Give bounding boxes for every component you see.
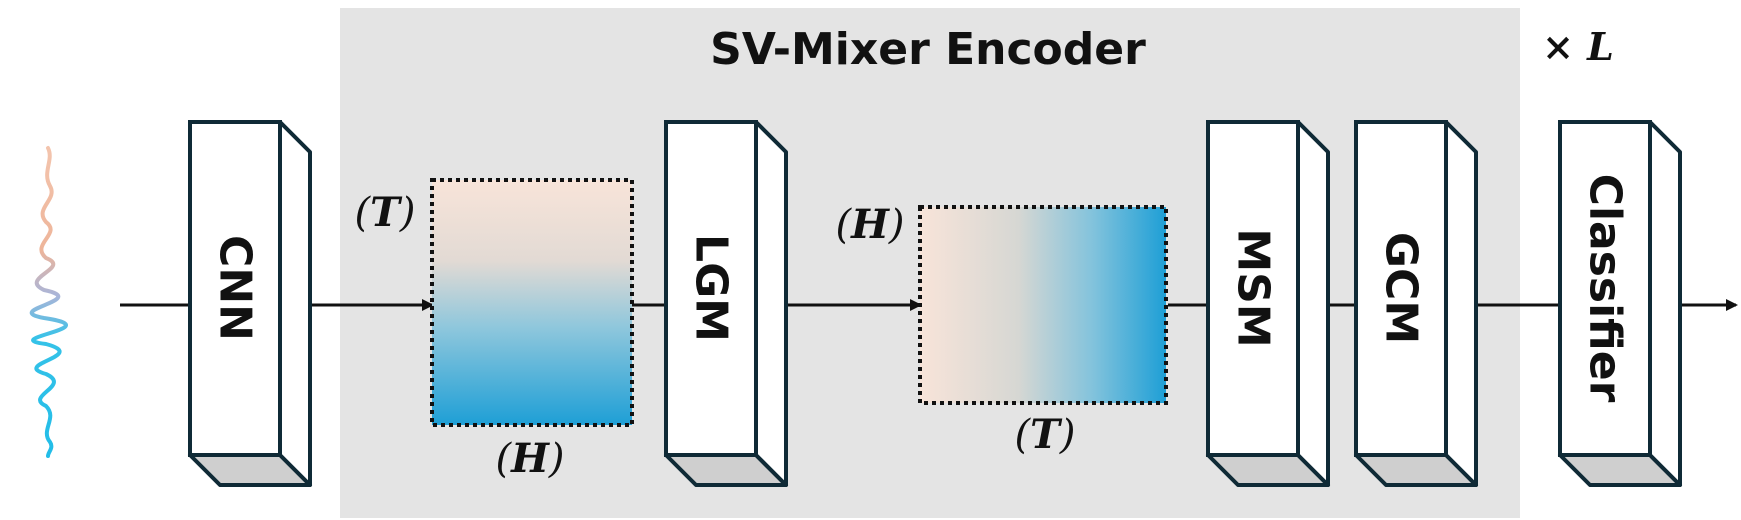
lgm-label: LGM [686,234,737,342]
feature-map-channel-major: (H) (T) [835,201,1168,458]
waveform-icon [29,146,68,458]
classifier-block: Classifier [1558,120,1682,487]
gcm-label: GCM [1376,232,1427,344]
feature-map-2-side-label: (H) [835,201,904,248]
cnn-label: CNN [210,235,261,341]
repeat-label: × L [1542,24,1614,69]
classifier-label: Classifier [1580,174,1631,403]
feature-map-1-bottom-label: (H) [495,435,564,482]
encoder-title: SV-Mixer Encoder [710,24,1146,75]
feature-map-2-bottom-label: (T) [1015,411,1076,458]
lgm-block: LGM [664,120,788,487]
feature-map-time-major: (T) (H) [355,178,634,482]
gcm-block: GCM [1354,120,1478,487]
cnn-block: CNN [188,120,312,487]
feature-map-1-side-label: (T) [355,189,416,236]
msm-block: MSM [1206,120,1330,487]
msm-label: MSM [1228,228,1279,347]
